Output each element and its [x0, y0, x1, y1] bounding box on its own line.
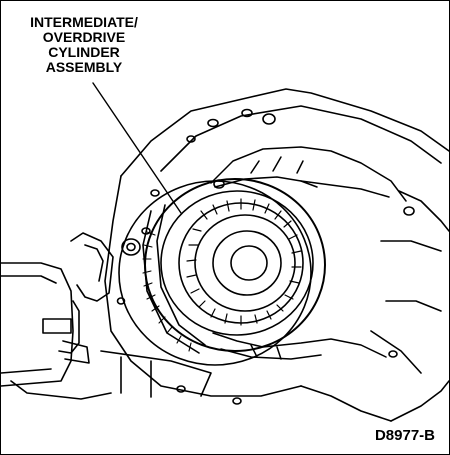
figure-id: D8977-B	[374, 427, 435, 444]
callout-leader-line	[92, 82, 182, 214]
callout-line-1: INTERMEDIATE/	[30, 14, 138, 30]
callout-line-2: OVERDRIVE	[42, 29, 126, 45]
transmission-case	[104, 88, 449, 422]
cylinder-assembly	[118, 178, 326, 366]
callout-label: INTERMEDIATE/ OVERDRIVE CYLINDER ASSEMBL…	[9, 15, 159, 75]
technician-hands	[210, 146, 407, 360]
callout-line-4: ASSEMBLY	[45, 59, 123, 75]
holding-fixture	[1, 232, 212, 400]
callout-line-3: CYLINDER	[48, 44, 120, 60]
